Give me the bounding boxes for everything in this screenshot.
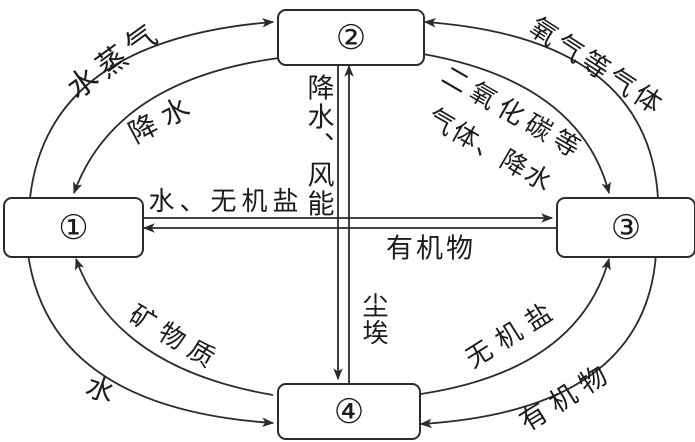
edge-water-vapor-arc: [29, 18, 275, 199]
node-label-3: ③: [610, 207, 642, 248]
node-box-1: ①: [3, 197, 144, 258]
node-label-1: ①: [58, 207, 89, 248]
edge-inorganic-salts-arc: [420, 257, 611, 395]
node-box-3: ③: [556, 197, 695, 258]
edge-label-organic-matter-mid: 有机物: [386, 233, 476, 265]
edge-water-arc: [27, 253, 275, 428]
node-label-4: ④: [333, 391, 365, 432]
edge-precipitation-arc: [73, 57, 280, 195]
node-label-2: ②: [335, 17, 367, 58]
edge-label-water-inorganic-salts: 水、无机盐: [148, 187, 304, 217]
edge-minerals-arc: [75, 257, 274, 396]
node-box-4: ④: [277, 383, 421, 440]
edge-organic-matter-outer-arc: [419, 253, 657, 429]
edge-label-precipitation-wind: 降水、风能: [302, 73, 334, 219]
edge-label-dust: 尘埃: [358, 292, 388, 346]
node-box-2: ②: [277, 9, 425, 66]
edge-oxygen-gases-arc: [423, 17, 659, 199]
edge-co2-gases-precipitation-arc: [422, 53, 611, 195]
